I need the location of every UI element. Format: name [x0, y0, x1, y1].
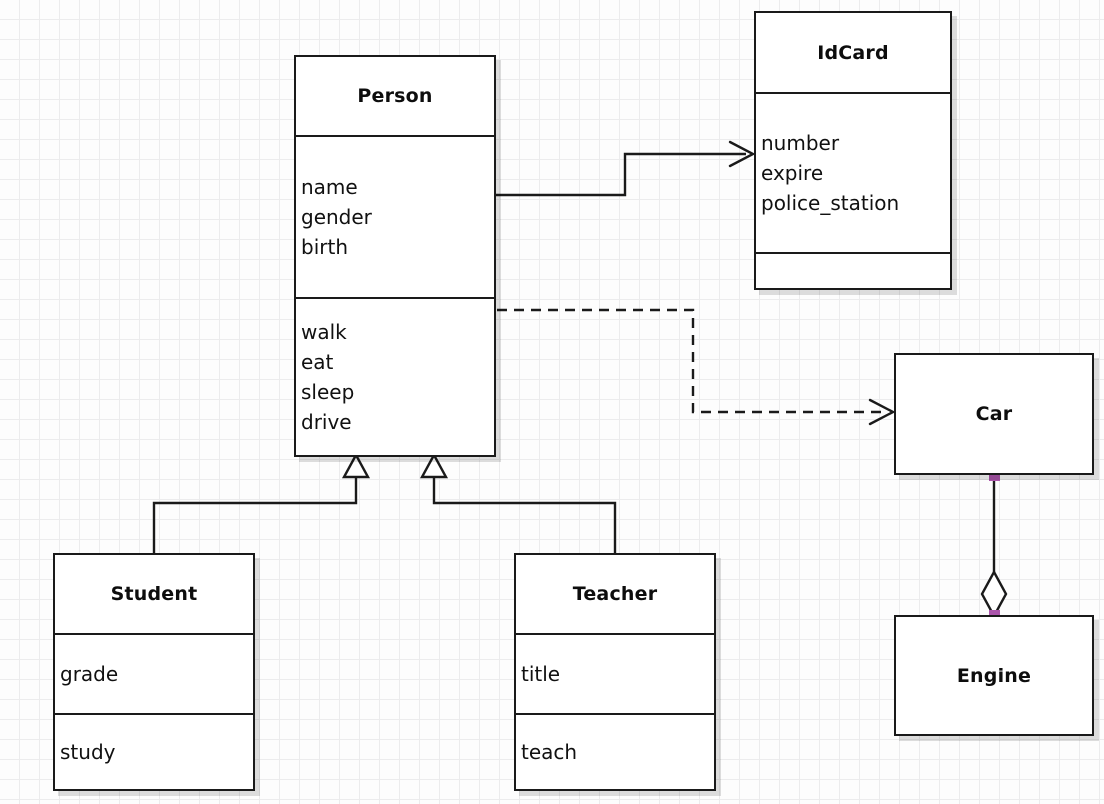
edge-car-engine[interactable] [980, 475, 1008, 619]
edge-handle-car-end[interactable] [989, 470, 1000, 481]
class-box-car[interactable]: Car [894, 353, 1094, 475]
class-name-car: Car [975, 403, 1013, 425]
attributes-person: name gender birth [296, 135, 494, 297]
edge-teacher-person[interactable] [419, 452, 617, 553]
edge-person-idcard[interactable] [495, 140, 756, 197]
method-item: eat [301, 350, 334, 374]
class-name-engine: Engine [956, 664, 1032, 687]
class-name-student: Student [110, 583, 198, 605]
method-item: study [60, 740, 116, 764]
class-box-person[interactable]: Person name gender birth walk eat sleep … [294, 55, 496, 457]
attributes-teacher: title [516, 633, 714, 713]
attribute-item: birth [301, 235, 348, 259]
method-item: walk [301, 320, 347, 344]
attribute-item: grade [60, 662, 119, 686]
attributes-idcard: number expire police_station [756, 92, 950, 252]
methods-idcard [756, 252, 950, 288]
class-box-student[interactable]: Student grade study [53, 553, 255, 791]
attribute-item: expire [761, 161, 824, 185]
attribute-item: police_station [761, 191, 900, 215]
edge-student-person[interactable] [152, 452, 371, 553]
class-box-teacher[interactable]: Teacher title teach [514, 553, 716, 791]
methods-person: walk eat sleep drive [296, 297, 494, 455]
class-name-teacher: Teacher [572, 583, 658, 605]
attribute-item: number [761, 131, 840, 155]
methods-student: study [55, 713, 253, 789]
edge-person-car[interactable] [497, 308, 896, 426]
attributes-student: grade [55, 633, 253, 713]
method-item: sleep [301, 380, 355, 404]
method-item: teach [521, 740, 578, 764]
methods-teacher: teach [516, 713, 714, 789]
class-box-idcard[interactable]: IdCard number expire police_station [754, 11, 952, 290]
method-item: drive [301, 410, 352, 434]
class-name-idcard: IdCard [817, 41, 889, 64]
class-box-engine[interactable]: Engine [894, 615, 1094, 736]
attribute-item: gender [301, 205, 372, 229]
class-name-person: Person [357, 85, 433, 107]
attribute-item: name [301, 175, 358, 199]
attribute-item: title [521, 662, 561, 686]
